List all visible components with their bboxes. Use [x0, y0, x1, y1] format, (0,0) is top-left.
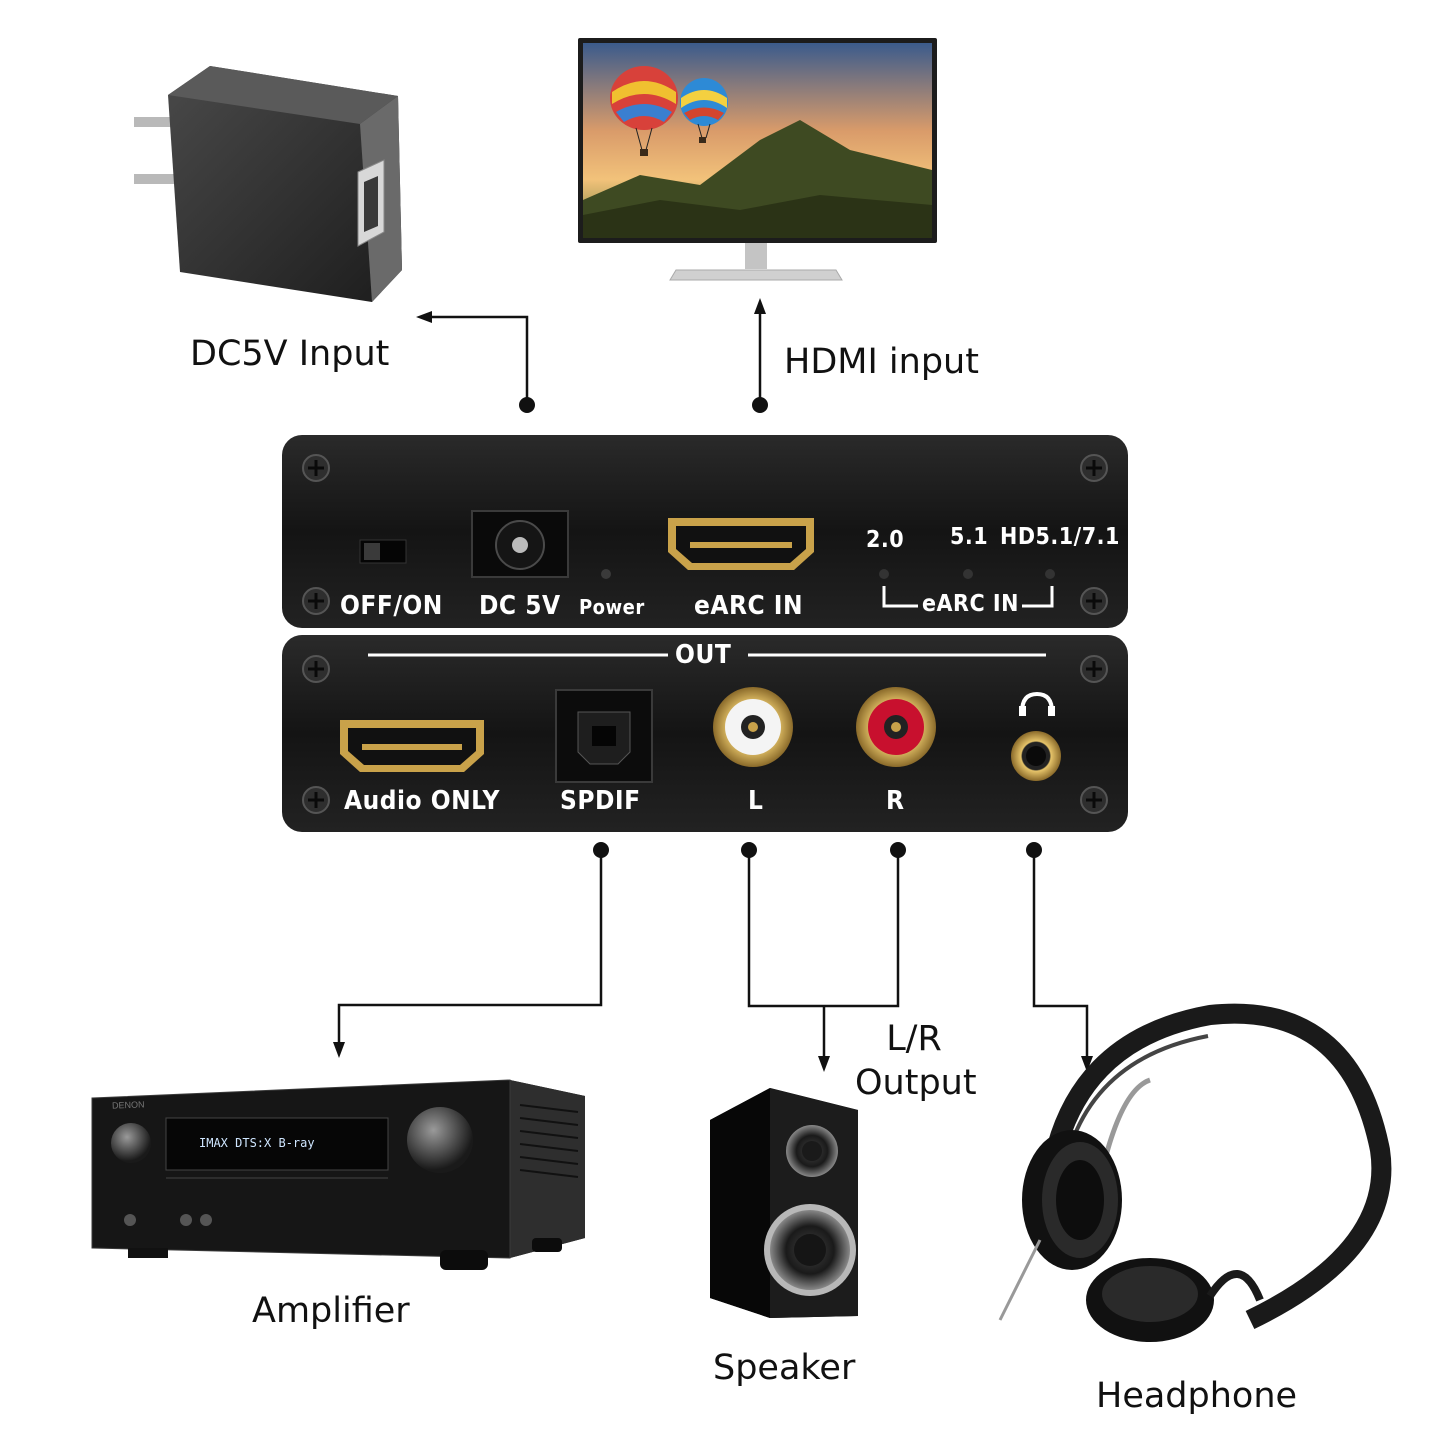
label-headphone: Headphone	[1096, 1376, 1298, 1416]
panel-label-dc5v: DC 5V	[479, 591, 561, 621]
adapter-body	[168, 66, 402, 302]
arrow-down-icon	[333, 1042, 345, 1058]
panel-label-out: OUT	[675, 640, 732, 670]
adapter-prong-top	[134, 117, 174, 127]
panel-label-earc-group: eARC IN	[922, 591, 1019, 617]
earc-bracket-right	[1022, 586, 1054, 608]
headphone-image	[998, 1003, 1392, 1342]
adapter-top-face	[168, 66, 398, 124]
output-panel-body	[282, 635, 1128, 832]
arrow-down-icon	[1081, 1056, 1093, 1072]
power-led	[601, 569, 611, 579]
connector-dot-l	[741, 842, 757, 858]
top-connectors	[430, 314, 762, 405]
led-5-1	[963, 569, 973, 579]
connector-dot-r	[890, 842, 906, 858]
label-hdmi-input: HDMI input	[784, 342, 979, 382]
device-output-panel	[282, 635, 1128, 832]
screw-icon	[302, 786, 330, 814]
amplifier-foot	[440, 1250, 488, 1270]
tv-stand	[669, 269, 843, 281]
tv-neck	[745, 243, 767, 269]
label-dc-input: DC5V Input	[190, 334, 390, 374]
connector-dot-spdif	[593, 842, 609, 858]
arrow-up-icon	[754, 298, 766, 314]
label-lr-output: L/R	[886, 1019, 942, 1059]
panel-label-audio-only: Audio ONLY	[344, 786, 500, 816]
panel-label-l: L	[748, 786, 764, 816]
amplifier-display-text: IMAX DTS:X B-ray	[199, 1136, 315, 1150]
amplifier-display	[165, 1117, 389, 1171]
bottom-connectors	[337, 850, 1089, 1056]
led-2-0	[879, 569, 889, 579]
connector-dot-hdmi	[752, 397, 768, 413]
device-input-panel	[282, 435, 1128, 628]
panel-label-off-on: OFF/ON	[340, 591, 443, 621]
screw-icon	[302, 587, 330, 615]
screw-icon	[1080, 454, 1108, 482]
screw-icon	[302, 454, 330, 482]
amplifier-volume-knob	[407, 1107, 473, 1173]
screw-icon	[302, 655, 330, 683]
panel-label-earc-port: eARC IN	[694, 591, 804, 621]
headphone-cable	[998, 1239, 1042, 1321]
amplifier-knob-left	[111, 1123, 151, 1163]
panel-label-power: Power	[579, 595, 645, 619]
panel-label-5-1: 5.1	[950, 524, 989, 550]
panel-label-hd: HD5.1/7.1	[1000, 524, 1120, 550]
label-amplifier: Amplifier	[252, 1291, 410, 1331]
speaker-side	[710, 1088, 770, 1318]
led-hd	[1045, 569, 1055, 579]
arrow-left-icon	[416, 311, 432, 323]
connector-dot-dc	[519, 397, 535, 413]
label-lr-output-2: Output	[855, 1063, 977, 1103]
headphone-icon	[1020, 691, 1054, 713]
power-adapter-image	[134, 66, 402, 302]
panel-label-spdif: SPDIF	[560, 786, 641, 816]
amplifier-side	[510, 1080, 585, 1258]
adapter-prong-bottom	[134, 174, 174, 184]
screw-icon	[1080, 655, 1108, 683]
headband	[1040, 1003, 1392, 1330]
earc-bracket-left	[882, 586, 918, 608]
amplifier-brand: DENON	[111, 1099, 145, 1111]
screw-icon	[1080, 786, 1108, 814]
screw-icon	[1080, 587, 1108, 615]
label-speaker: Speaker	[713, 1348, 856, 1388]
panel-label-r: R	[886, 786, 905, 816]
speaker-image	[710, 1088, 858, 1318]
tv-image	[578, 38, 937, 281]
arrow-down-icon	[818, 1056, 830, 1072]
amplifier-image	[91, 1079, 585, 1270]
connector-dot-headphone	[1026, 842, 1042, 858]
panel-label-2-0: 2.0	[866, 527, 905, 553]
